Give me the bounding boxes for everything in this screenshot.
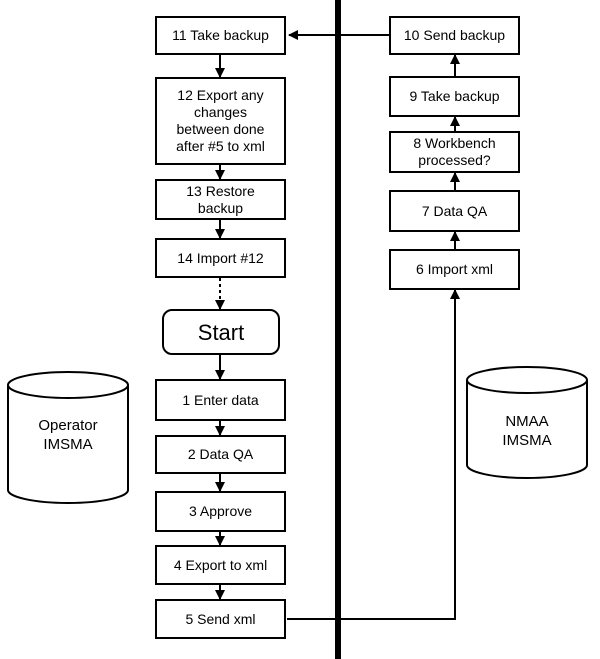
step-9-take-backup: 9 Take backup <box>389 76 520 117</box>
step-1-enter-data: 1 Enter data <box>155 379 286 421</box>
nmaa-imsma-label: NMAA IMSMA <box>502 413 552 449</box>
operator-imsma-label: Operator IMSMA <box>38 417 98 453</box>
step-11-take-backup: 11 Take backup <box>155 16 286 55</box>
nmaa-imsma-cylinder <box>466 366 588 479</box>
step-2-data-qa: 2 Data QA <box>155 435 286 474</box>
step-10-send-backup: 10 Send backup <box>389 16 520 55</box>
step-12-export-changes: 12 Export any changes between done after… <box>155 77 286 165</box>
step-14-import: 14 Import #12 <box>155 238 286 278</box>
step-5-send-xml: 5 Send xml <box>155 599 286 639</box>
step-4-export-to-xml: 4 Export to xml <box>155 545 286 585</box>
step-13-restore-backup: 13 Restore backup <box>155 179 286 220</box>
arrow-5-6 <box>287 289 460 620</box>
step-7-data-qa: 7 Data QA <box>389 190 520 232</box>
step-6-import-xml: 6 Import xml <box>389 249 520 290</box>
operator-imsma-cylinder <box>7 371 129 504</box>
step-3-approve: 3 Approve <box>155 491 286 532</box>
step-8-workbench-processed: 8 Workbench processed? <box>389 131 520 173</box>
start-node: Start <box>162 309 280 355</box>
